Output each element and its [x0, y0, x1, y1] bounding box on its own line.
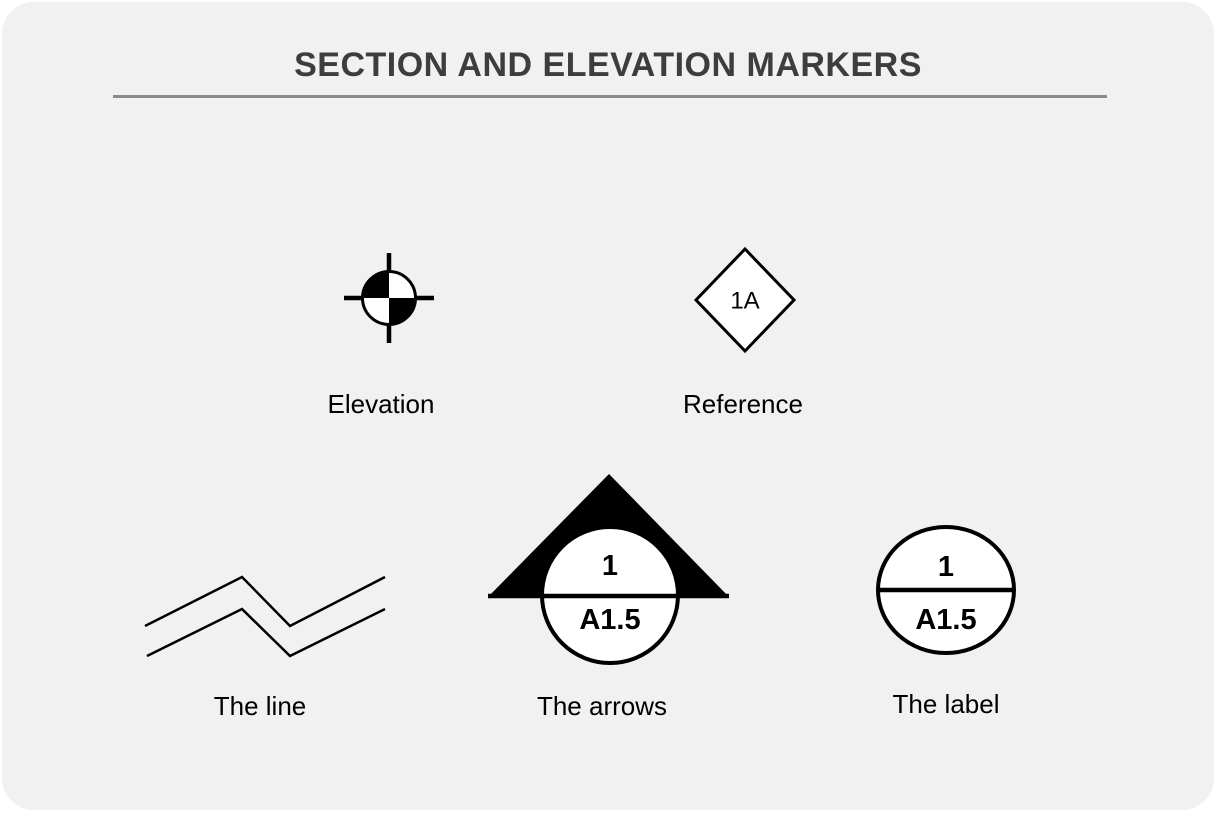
elevation-caption: Elevation: [327, 389, 435, 419]
label-marker-icon: 1 A1.5: [876, 525, 1016, 655]
reference-code: 1A: [730, 288, 759, 315]
reference-caption: Reference: [683, 389, 803, 419]
label-detail-number: 1: [938, 551, 954, 583]
title-underline: [113, 95, 1107, 98]
label-sheet-number: A1.5: [915, 604, 976, 636]
arrows-caption: The arrows: [536, 691, 668, 721]
label-caption: The label: [892, 689, 1000, 719]
zigzag-lower-line: [146, 607, 386, 658]
elevation-quadrant-bottom-right: [389, 298, 416, 325]
page-title: SECTION AND ELEVATION MARKERS: [294, 46, 922, 84]
reference-diamond: [693, 246, 797, 354]
line-caption: The line: [213, 691, 307, 721]
section-arrow-icon: 1 A1.5: [488, 474, 729, 665]
section-line-icon: [144, 575, 386, 658]
elevation-marker-icon: [344, 253, 434, 343]
reference-marker-icon: 1A: [693, 246, 797, 354]
zigzag-upper-line: [144, 575, 386, 628]
arrow-sheet-number: A1.5: [579, 604, 640, 636]
arrow-detail-number: 1: [602, 550, 618, 582]
elevation-quadrant-top-left: [362, 271, 389, 298]
